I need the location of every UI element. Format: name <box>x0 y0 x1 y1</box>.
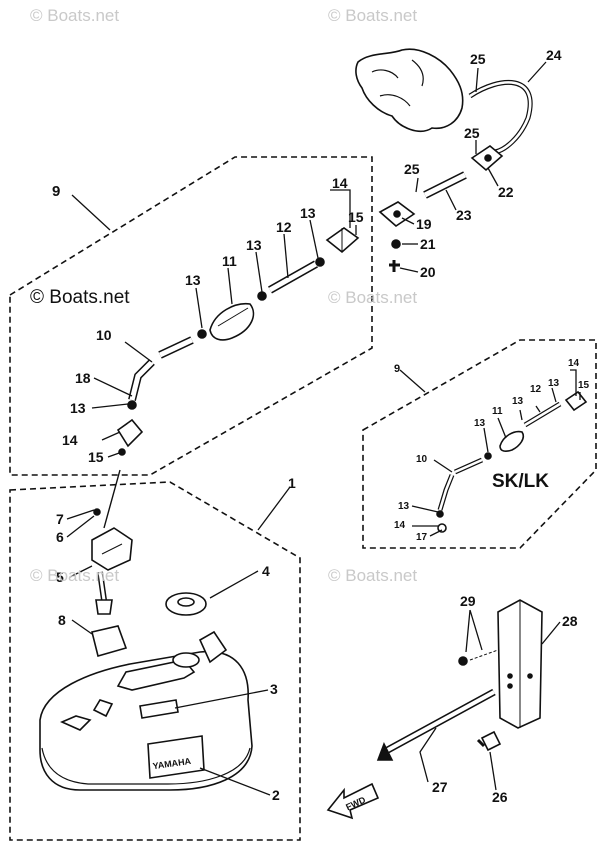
watermark: © Boats.net <box>328 288 418 307</box>
callout-10: 10 <box>96 327 112 343</box>
callout-27: 27 <box>432 779 448 795</box>
callout-11: 11 <box>222 253 237 269</box>
callout-14-a: 14 <box>62 432 78 448</box>
callout-12-sklk: 12 <box>530 384 542 395</box>
callout-25-b: 25 <box>464 125 480 141</box>
callout-19: 19 <box>416 216 432 232</box>
callout-25-a: 25 <box>404 161 420 177</box>
label-plate-3 <box>139 699 179 719</box>
watermark: © Boats.net <box>30 6 120 25</box>
watermark-dark: © Boats.net <box>30 287 130 308</box>
callout-29: 29 <box>460 593 476 609</box>
fwd-arrow <box>326 782 380 820</box>
connector-14-lower <box>116 418 144 448</box>
washer-21 <box>391 239 401 249</box>
callout-13-d: 13 <box>300 205 316 221</box>
watermark: © Boats.net <box>30 566 120 585</box>
callout-13-f: 13 <box>512 396 524 407</box>
callout-24: 24 <box>546 47 562 63</box>
callout-26: 26 <box>492 789 508 805</box>
primer-bulb-11 <box>209 303 255 341</box>
gasket-8 <box>91 625 128 657</box>
fuel-cap-4 <box>165 592 207 616</box>
callout-9-sklk: 9 <box>394 363 400 375</box>
screw-20 <box>389 260 400 272</box>
screw-29 <box>458 656 468 666</box>
callout-6: 6 <box>56 529 64 545</box>
callout-9: 9 <box>52 183 60 200</box>
callout-11-sklk: 11 <box>492 406 503 417</box>
callout-21: 21 <box>420 236 436 252</box>
callout-22: 22 <box>498 184 514 200</box>
callout-8: 8 <box>58 612 66 628</box>
callout-12: 12 <box>276 219 292 235</box>
callout-20: 20 <box>420 264 436 280</box>
engine-shape <box>355 48 464 132</box>
group-box-9-sklk <box>362 339 597 549</box>
callout-15-a: 15 <box>88 449 104 465</box>
callout-25-c: 25 <box>470 51 486 67</box>
variant-label: SK/LK <box>492 471 549 492</box>
callout-4: 4 <box>262 563 270 579</box>
callout-13-e: 13 <box>548 378 560 389</box>
group-box-1-tank <box>9 481 301 841</box>
callout-5: 5 <box>56 569 64 585</box>
callout-2: 2 <box>272 787 280 803</box>
callout-14-b: 14 <box>332 175 348 191</box>
watermark: © Boats.net <box>328 566 418 585</box>
sklk-connector <box>564 390 588 412</box>
callout-18: 18 <box>75 370 91 386</box>
sklk-bulb <box>499 430 525 452</box>
callout-13-h: 13 <box>398 501 410 512</box>
callout-14-d: 14 <box>394 520 406 531</box>
callout-1: 1 <box>288 475 296 491</box>
callout-13-b: 13 <box>185 272 201 288</box>
watermark: © Boats.net <box>328 6 418 25</box>
callout-10-sklk: 10 <box>416 454 428 465</box>
callout-23: 23 <box>456 207 472 223</box>
group-box-9-main <box>9 156 373 476</box>
callout-13-a: 13 <box>70 400 86 416</box>
callout-28: 28 <box>562 613 578 629</box>
callout-14-c: 14 <box>568 358 580 369</box>
callout-17: 17 <box>416 532 428 543</box>
callout-3: 3 <box>270 681 278 697</box>
callout-13-g: 13 <box>474 418 486 429</box>
fitting-26 <box>480 730 502 752</box>
callout-15-b: 15 <box>348 209 364 225</box>
tank-handle <box>116 659 196 691</box>
callout-7: 7 <box>56 511 64 527</box>
hose-24 <box>468 79 533 155</box>
callout-13-c: 13 <box>246 237 262 253</box>
callout-15-c: 15 <box>578 380 590 391</box>
